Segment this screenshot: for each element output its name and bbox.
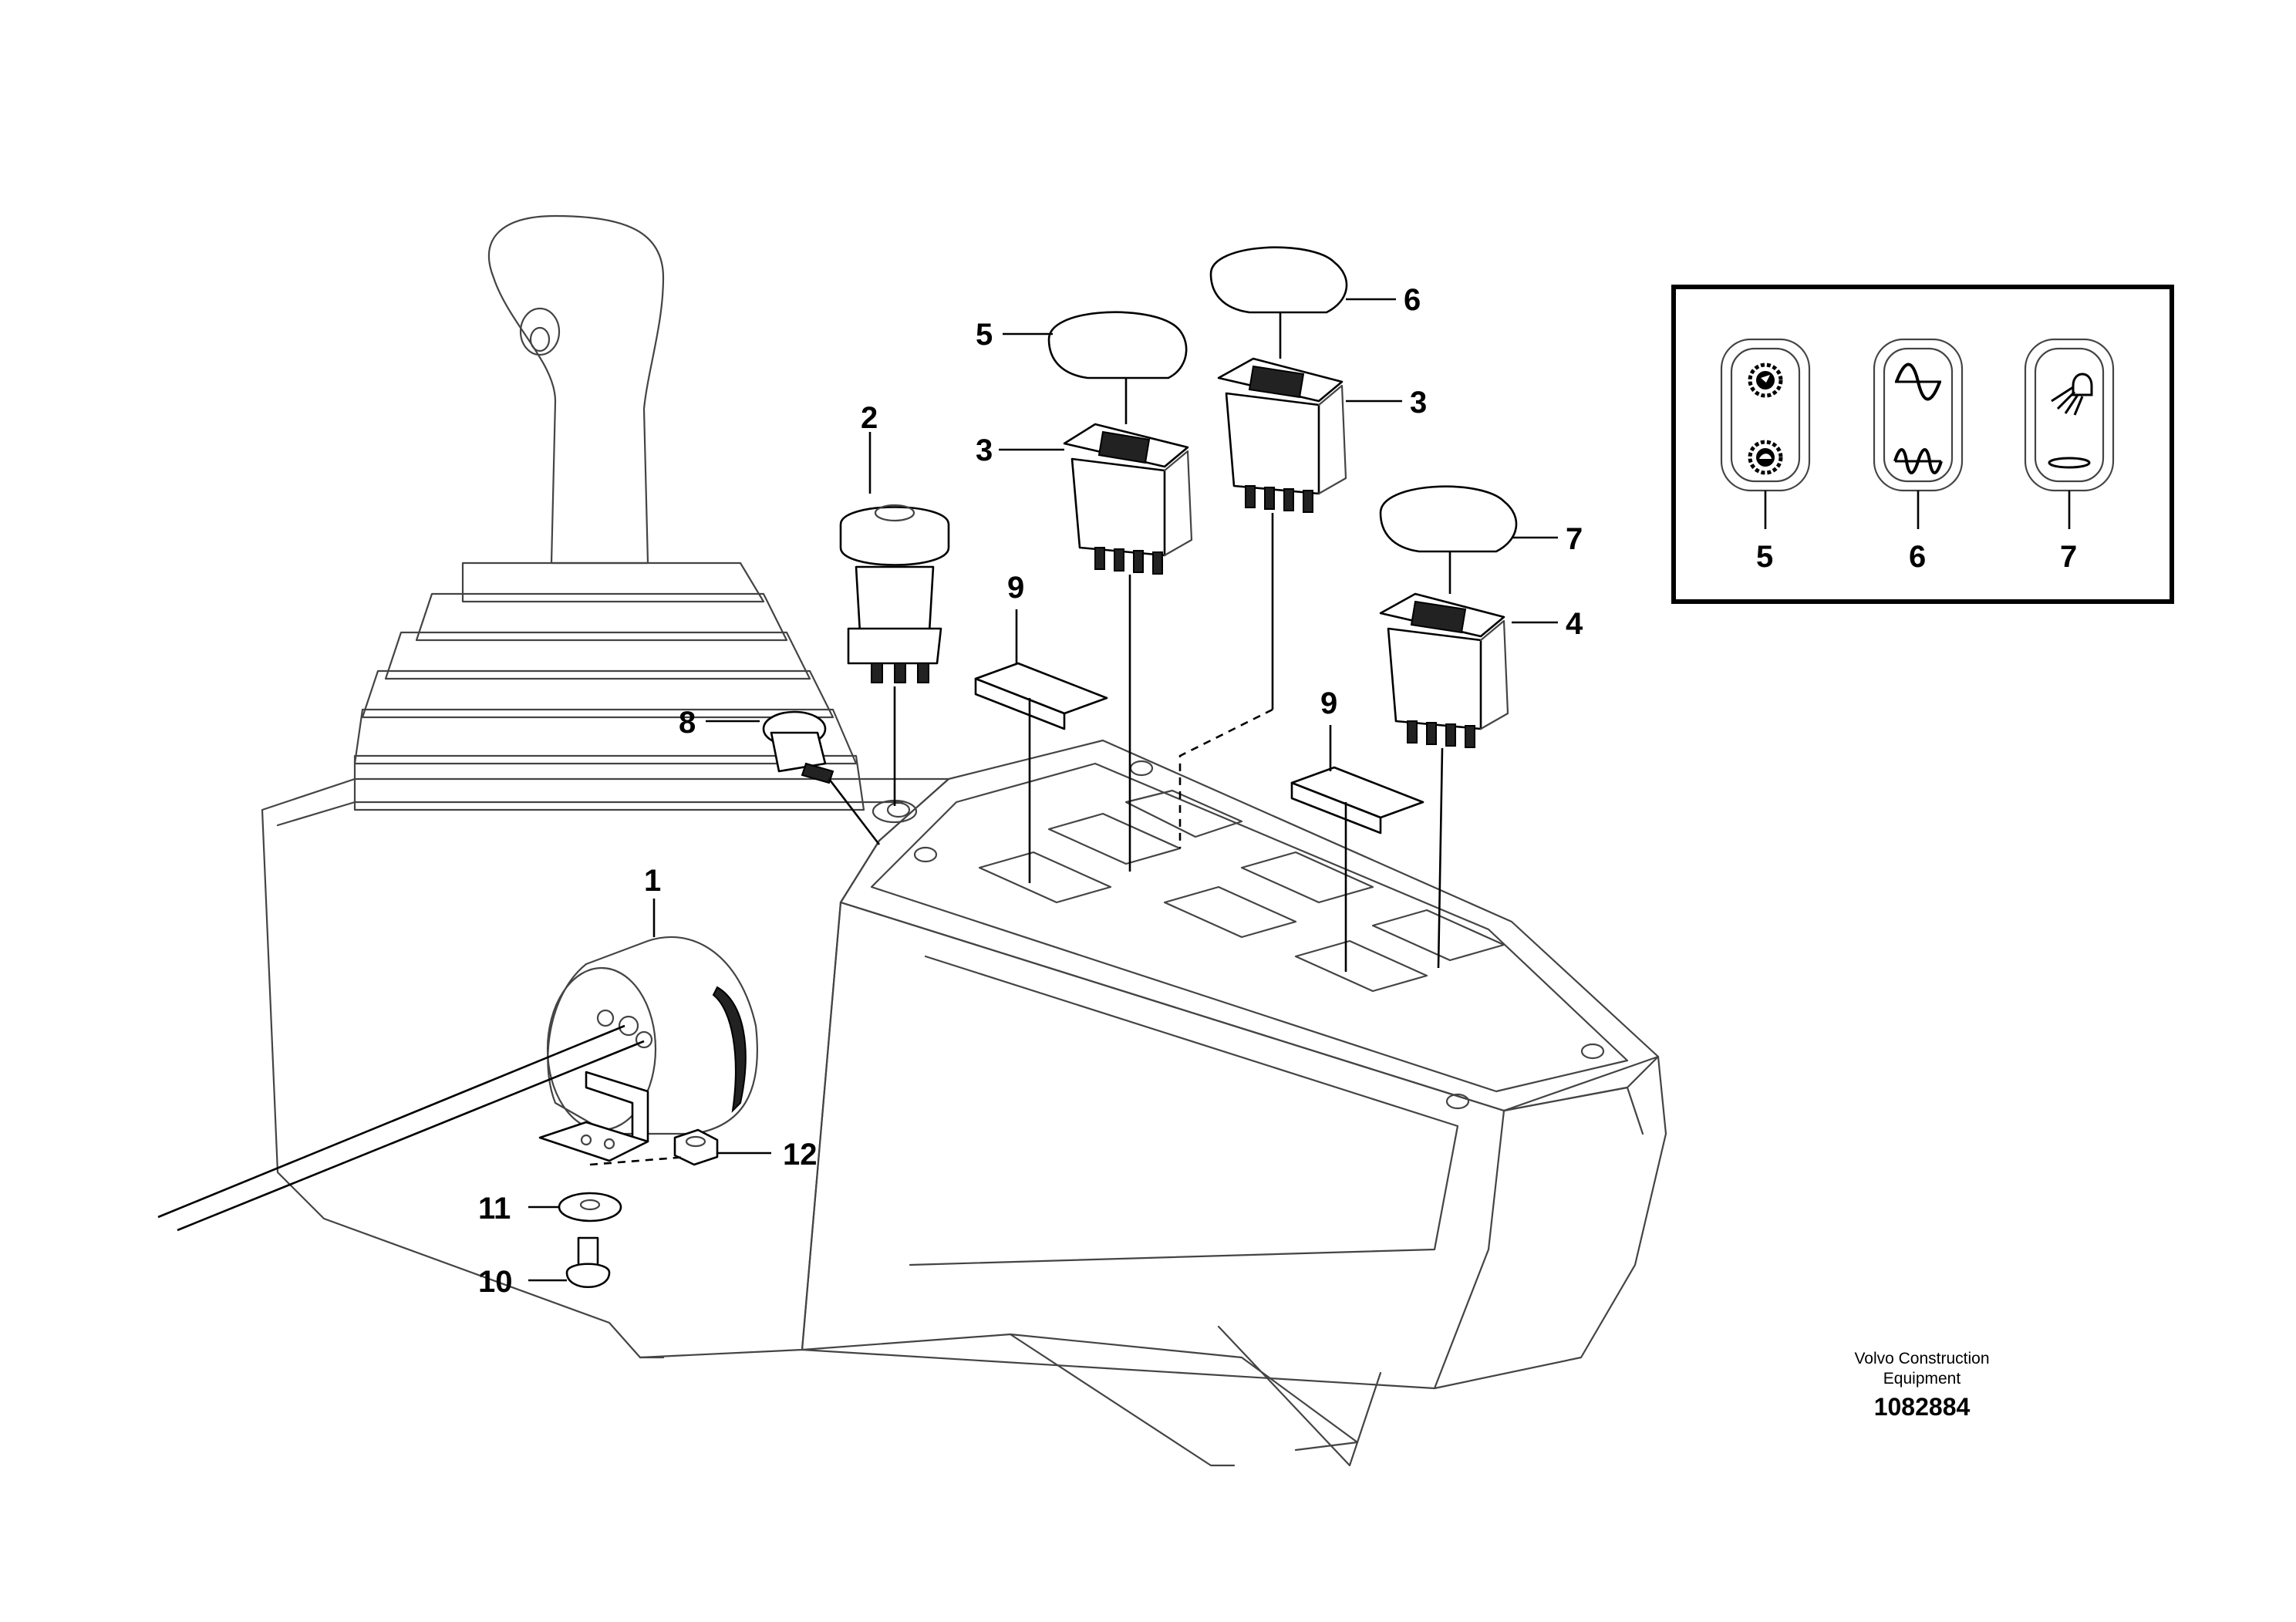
credit-line-1: Volvo Construction bbox=[1854, 1350, 1989, 1367]
callout-7: 7 bbox=[1566, 522, 1583, 556]
credit-line-2: Equipment bbox=[1883, 1370, 1961, 1388]
rotary-control bbox=[157, 936, 758, 1232]
socket bbox=[762, 710, 881, 845]
callout-labels: 1 2 3 3 4 5 6 7 8 9 9 10 11 12 bbox=[478, 283, 1583, 1299]
inset-label-5: 5 bbox=[1756, 540, 1773, 574]
rocker-cap-7: 7 bbox=[2024, 338, 2115, 574]
callout-3-right: 3 bbox=[1410, 386, 1427, 420]
callout-10: 10 bbox=[478, 1265, 513, 1299]
blanking-plug-right bbox=[1290, 766, 1424, 972]
work-light-icon bbox=[2048, 373, 2093, 469]
inset-label-6: 6 bbox=[1909, 540, 1926, 574]
nut bbox=[589, 1128, 719, 1166]
diagram-footer: Volvo Construction Equipment 1082884 bbox=[1854, 1350, 1989, 1421]
callout-4: 4 bbox=[1566, 607, 1583, 641]
callout-11: 11 bbox=[478, 1192, 511, 1226]
joystick-lever bbox=[487, 214, 665, 565]
joystick-boot bbox=[353, 561, 865, 811]
speed-gear-icon bbox=[1748, 363, 1783, 475]
switch-symbol-inset: 5 6 bbox=[1671, 285, 2174, 604]
callout-8: 8 bbox=[679, 706, 696, 740]
callout-9-left: 9 bbox=[1007, 571, 1024, 605]
callout-3-left: 3 bbox=[976, 433, 993, 467]
inset-label-7: 7 bbox=[2060, 540, 2077, 574]
callout-5: 5 bbox=[976, 318, 993, 352]
vibration-icon bbox=[1893, 363, 1943, 474]
washer bbox=[558, 1192, 622, 1222]
callout-1: 1 bbox=[644, 864, 661, 898]
leader-lines bbox=[528, 298, 1558, 1282]
callout-6: 6 bbox=[1404, 283, 1421, 317]
callout-9-right: 9 bbox=[1320, 686, 1337, 720]
blanking-plug-left bbox=[974, 662, 1108, 883]
callout-12: 12 bbox=[783, 1138, 818, 1172]
switch-assembly-right bbox=[1379, 485, 1518, 969]
callout-2: 2 bbox=[861, 401, 878, 435]
document-number: 1082884 bbox=[1874, 1393, 1971, 1421]
switch-assembly-middle bbox=[1178, 246, 1348, 848]
rocker-cap-5: 5 bbox=[1720, 338, 1811, 574]
screw bbox=[565, 1236, 611, 1288]
console-housing bbox=[261, 739, 1667, 1467]
rocker-cap-6: 6 bbox=[1873, 338, 1964, 574]
push-button-switch bbox=[839, 504, 950, 806]
switch-assembly-left bbox=[1047, 311, 1193, 872]
